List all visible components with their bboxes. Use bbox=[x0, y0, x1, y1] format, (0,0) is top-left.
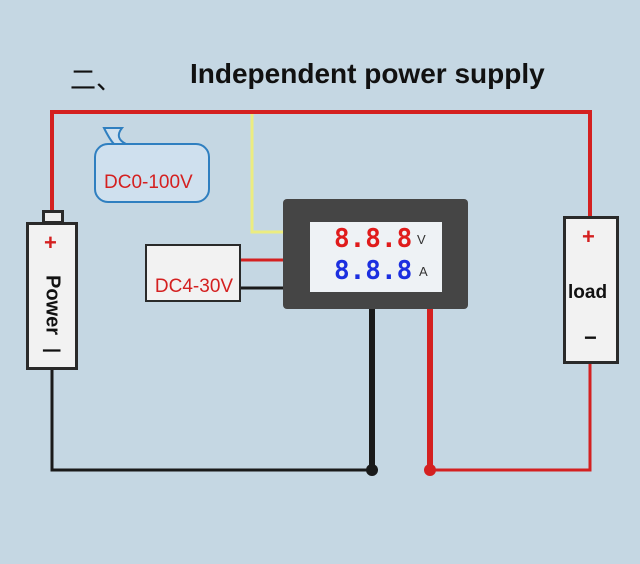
load-plus-sign: + bbox=[582, 224, 595, 249]
heading-number: 二、 bbox=[70, 66, 123, 96]
meter-supply-box bbox=[145, 244, 241, 302]
power-plus-sign: + bbox=[44, 230, 57, 255]
power-label: Power bbox=[41, 274, 64, 336]
positive-wire-top bbox=[50, 110, 592, 216]
meter-display bbox=[310, 222, 442, 292]
page-title: Independent power supply bbox=[190, 58, 545, 89]
junction-negative bbox=[366, 464, 378, 476]
power-source-box bbox=[26, 222, 78, 370]
measure-range-label: DC0-100V bbox=[104, 172, 193, 193]
current-readout: 8.8.8 bbox=[334, 256, 413, 286]
measure-range-bubble bbox=[94, 143, 210, 203]
junction-positive bbox=[424, 464, 436, 476]
voltage-unit: V bbox=[417, 232, 426, 247]
power-label-wrap: Power bbox=[32, 275, 72, 335]
voltage-readout: 8.8.8 bbox=[334, 224, 413, 254]
current-unit: A bbox=[419, 264, 428, 279]
power-minus-sign: | bbox=[43, 347, 64, 354]
load-box bbox=[563, 216, 619, 364]
positive-wire-bottom bbox=[430, 364, 592, 472]
meter-supply-label: DC4-30V bbox=[154, 276, 234, 297]
load-minus-sign: − bbox=[584, 325, 597, 350]
negative-wire-bottom bbox=[50, 370, 372, 472]
sense-wire bbox=[250, 112, 290, 234]
load-label: load bbox=[568, 282, 608, 303]
